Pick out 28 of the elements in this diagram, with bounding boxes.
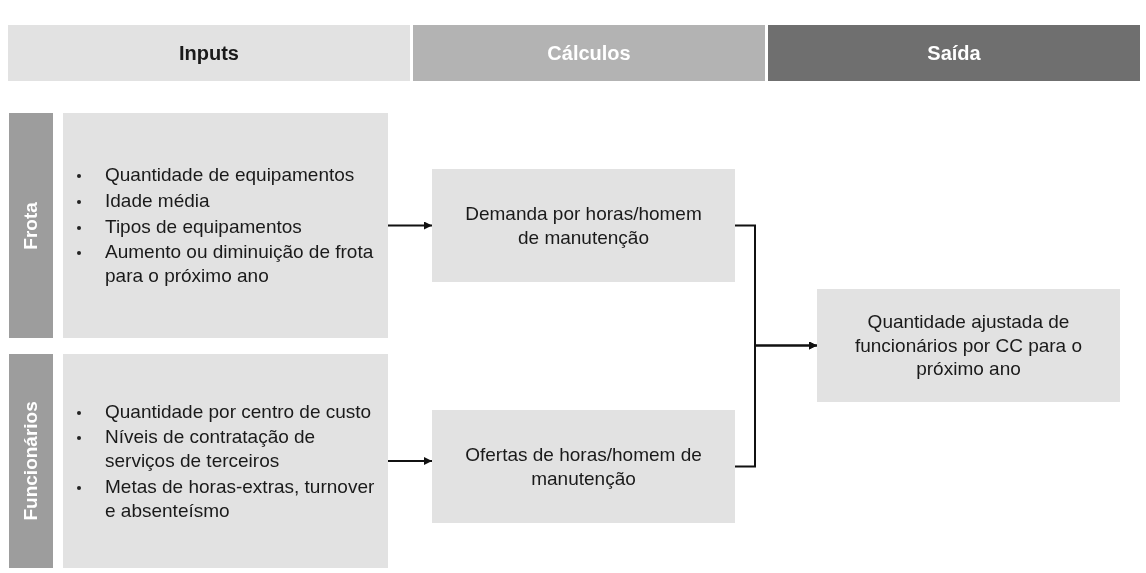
input-list-box: [63, 354, 388, 568]
list-item: Quantidade de equipamentos: [105, 163, 355, 187]
list-item: Tipos de equipamentos: [105, 214, 302, 239]
list-item: Níveis de contratação de serviços de terceiros: [105, 425, 317, 473]
category-bar: [9, 113, 53, 338]
process-box: [432, 169, 735, 282]
output-box: [817, 289, 1120, 402]
arrow: [387, 221, 433, 230]
box-text: Quantidade ajustada de funcionários por CC para o próximo ano: [853, 309, 1084, 382]
box-text: Ofertas de horas/homem de manutenção: [464, 442, 703, 491]
header-label: Saída: [927, 40, 981, 66]
list-item: Aumento ou diminuição de frota para o próximo ano: [105, 240, 375, 288]
header-label: Inputs: [179, 40, 239, 66]
arrow: [734, 341, 818, 468]
category-bar: [9, 354, 53, 568]
column-header: [8, 25, 410, 81]
column-header: [413, 25, 765, 81]
header-label: Cálculos: [547, 40, 631, 66]
column-header: [768, 25, 1140, 81]
category-label: Funcionários: [19, 401, 43, 521]
list-item: Metas de horas-extras, turnover e absenteísmo: [105, 474, 376, 523]
box-text: Demanda por horas/homem de manutenção: [464, 201, 703, 250]
category-label: Frota: [19, 201, 43, 250]
list-item: Idade média: [105, 188, 210, 213]
process-box: [432, 410, 735, 523]
input-list-box: [63, 113, 388, 338]
arrow: [387, 457, 433, 465]
list-item: Quantidade por centro de custo: [105, 399, 372, 424]
